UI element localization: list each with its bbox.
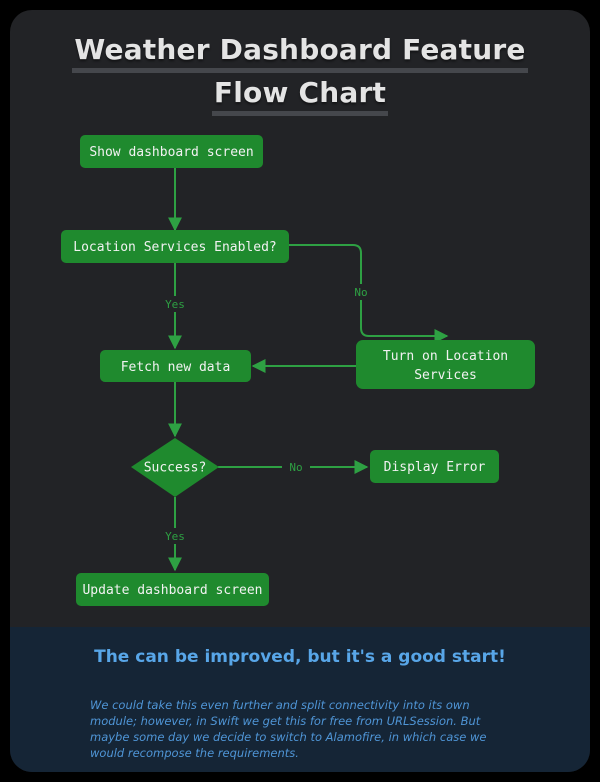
node-show-dashboard-label: Show dashboard screen [89,145,253,160]
node-display-error: Display Error [370,450,499,483]
edge-labels: Yes No No Yes [158,284,375,544]
node-success-label: Success? [144,461,207,476]
node-display-error-label: Display Error [384,460,486,475]
footer-heading: The can be improved, but it's a good sta… [94,647,506,667]
edge-label-location-yes: Yes [165,298,185,311]
edge-label-success-yes: Yes [165,530,185,543]
node-location-enabled: Location Services Enabled? [61,230,289,263]
footer-panel: The can be improved, but it's a good sta… [10,627,590,772]
node-fetch-data: Fetch new data [100,350,251,382]
node-show-dashboard: Show dashboard screen [80,135,263,168]
page-title: Weather Dashboard Feature Flow Chart [10,32,590,116]
node-turn-on-location-label-2: Services [414,368,477,383]
node-turn-on-location-label-1: Turn on Location [383,349,508,364]
flowchart-card: Weather Dashboard Feature Flow Chart Yes… [10,10,590,772]
node-fetch-data-label: Fetch new data [121,360,231,375]
node-update-dashboard: Update dashboard screen [76,573,269,606]
node-location-enabled-label: Location Services Enabled? [73,240,277,255]
edge-label-location-no: No [354,286,367,299]
title-line-2: Flow Chart [211,75,389,116]
node-success-decision: Success? [131,438,219,497]
footer-body: We could take this even further and spli… [90,698,487,760]
title-line-1: Weather Dashboard Feature [72,32,528,73]
node-turn-on-location: Turn on Location Services [356,340,535,389]
flowchart-diagram: Yes No No Yes Show dashboard screen Loca… [61,135,535,606]
edge-label-success-no: No [289,461,302,474]
node-update-dashboard-label: Update dashboard screen [82,583,262,598]
